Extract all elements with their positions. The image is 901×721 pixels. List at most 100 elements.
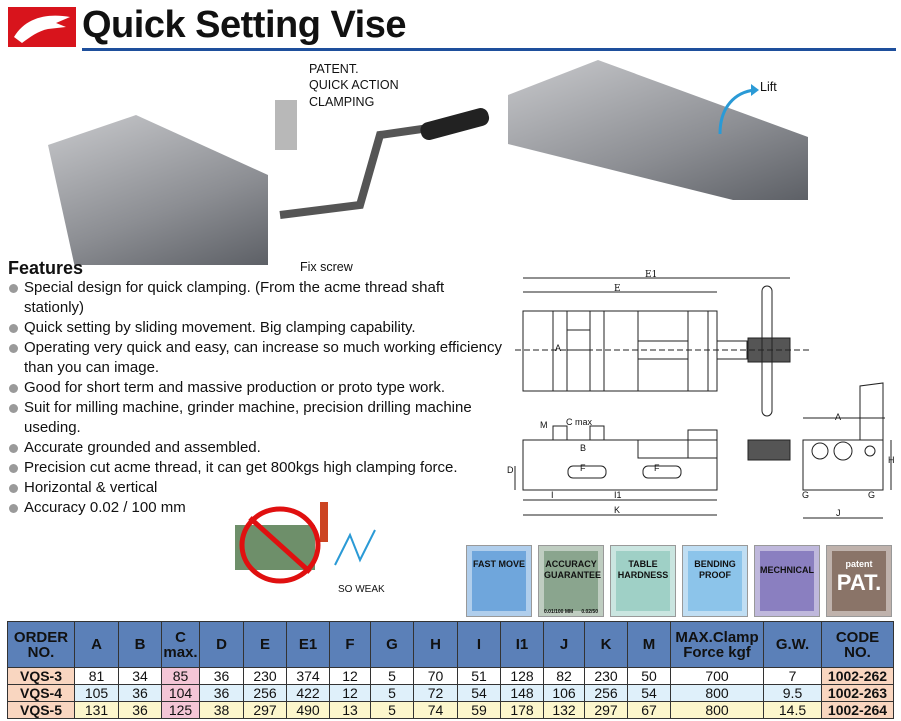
table-cell: 132 (543, 701, 585, 719)
table-cell: 36 (199, 667, 244, 685)
patent-mark: PAT. (836, 570, 882, 595)
table-cell: 81 (74, 667, 119, 685)
badge-label: MECHNICAL (760, 565, 814, 575)
table-cell: 9.5 (763, 684, 822, 702)
badge-label: ACCURACY GUARANTEE (544, 559, 602, 580)
table-cell: 256 (243, 684, 287, 702)
table-cell: 82 (543, 667, 585, 685)
table-cell: 36 (118, 701, 162, 719)
table-cell: VQS-4 (7, 684, 75, 702)
label-so-weak: SO WEAK (338, 584, 385, 595)
table-cell: 1002-263 (821, 684, 894, 702)
column-header: ORDER NO. (7, 621, 75, 668)
column-header: E (243, 621, 287, 668)
column-header: E1 (286, 621, 330, 668)
badge-label: BENDING PROOF (694, 559, 736, 580)
table-cell: 34 (118, 667, 162, 685)
table-cell: 5 (370, 667, 414, 685)
table-cell: 230 (584, 667, 628, 685)
table-cell: 5 (370, 701, 414, 719)
weak-vise-image (225, 490, 385, 585)
badge-label: FAST MOVE (472, 559, 525, 569)
table-cell: 105 (74, 684, 119, 702)
column-header: M (627, 621, 671, 668)
table-cell: 1002-264 (821, 701, 894, 719)
label-lift: Lift (760, 80, 777, 94)
table-cell: 800 (670, 701, 764, 719)
table-cell: 128 (500, 667, 544, 685)
table-cell: 85 (161, 667, 200, 685)
table-cell: 374 (286, 667, 330, 685)
drawing-label-j: J (836, 508, 841, 518)
table-cell: 148 (500, 684, 544, 702)
label-quick-action: QUICK ACTION (309, 78, 399, 92)
drawing-label-a2: A (835, 412, 842, 422)
table-cell: 70 (413, 667, 458, 685)
table-cell: 13 (329, 701, 371, 719)
drawing-label-h: H (888, 455, 895, 465)
table-cell: VQS-5 (7, 701, 75, 719)
column-header: MAX.Clamp Force kgf (670, 621, 764, 668)
drawing-label-i1: I1 (614, 490, 622, 500)
table-cell: 490 (286, 701, 330, 719)
drawing-label-i: I (551, 490, 554, 500)
table-cell: 297 (584, 701, 628, 719)
column-header: K (584, 621, 628, 668)
label-fix-screw: Fix screw (300, 260, 353, 274)
page-title: Quick Setting Vise (82, 4, 406, 46)
table-cell: 50 (627, 667, 671, 685)
table-cell: 59 (457, 701, 501, 719)
table-cell: 104 (161, 684, 200, 702)
table-cell: 12 (329, 684, 371, 702)
drawing-label-a: A (555, 343, 562, 353)
column-header: A (74, 621, 119, 668)
title-rule (82, 48, 896, 51)
feature-item: Operating very quick and easy, can incre… (8, 338, 508, 378)
badge-bending-proof: BENDING PROOF (682, 545, 748, 617)
drawing-label-d: D (507, 465, 514, 475)
brand-logo (8, 7, 76, 47)
table-cell: 74 (413, 701, 458, 719)
features-list: Special design for quick clamping. (From… (8, 278, 508, 518)
table-cell: 178 (500, 701, 544, 719)
drawing-label-e1: E1 (645, 270, 658, 280)
table-cell: 422 (286, 684, 330, 702)
badge-label: patent (845, 559, 873, 569)
column-header: G.W. (763, 621, 822, 668)
table-cell: 36 (118, 684, 162, 702)
drawing-label-g2: G (868, 490, 876, 500)
label-clamping: CLAMPING (309, 95, 375, 109)
table-cell: 106 (543, 684, 585, 702)
table-cell: 256 (584, 684, 628, 702)
drawing-label-f2: F (654, 463, 660, 473)
badge-mechnical: MECHNICAL (754, 545, 820, 617)
table-cell: 800 (670, 684, 764, 702)
feature-item: Accurate grounded and assembled. (8, 438, 508, 458)
table-cell: 72 (413, 684, 458, 702)
column-header: G (370, 621, 414, 668)
badge-label: TABLE HARDNESS (617, 559, 669, 580)
table-cell: 1002-262 (821, 667, 894, 685)
badge-fast-move: FAST MOVE (466, 545, 532, 617)
table-cell: 54 (457, 684, 501, 702)
label-patent: PATENT. (309, 62, 359, 76)
crank-handle-image (270, 95, 500, 255)
table-cell: 125 (161, 701, 200, 719)
table-cell: 36 (199, 684, 244, 702)
drawing-label-g: G (802, 490, 810, 500)
drawing-label-b: B (580, 443, 587, 453)
column-header: I (457, 621, 501, 668)
table-cell: 5 (370, 684, 414, 702)
column-header: I1 (500, 621, 544, 668)
badge-sub: 0.02/50 (581, 609, 598, 615)
table-cell: 700 (670, 667, 764, 685)
drawing-label-e: E (614, 284, 621, 294)
feature-item: Horizontal & vertical (8, 478, 508, 498)
column-header: B (118, 621, 162, 668)
table-cell: 7 (763, 667, 822, 685)
